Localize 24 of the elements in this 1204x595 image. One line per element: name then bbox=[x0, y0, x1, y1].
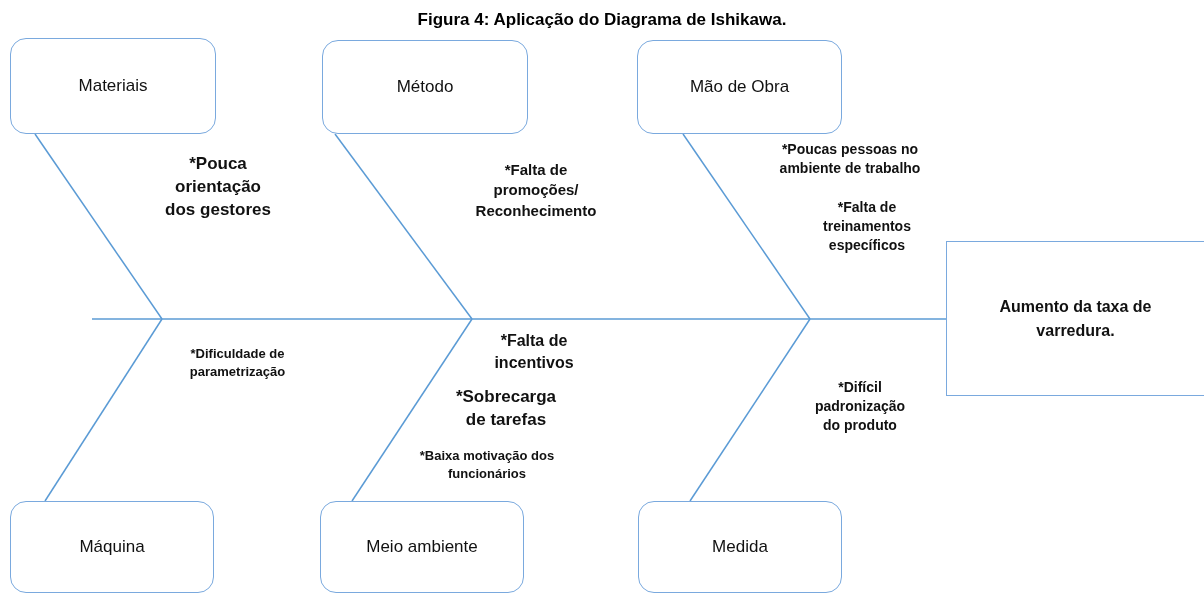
cause-note: *Falta de promoções/ Reconhecimento bbox=[474, 160, 598, 221]
cause-note: *Sobrecarga de tarefas bbox=[454, 386, 558, 431]
fishbone-line bbox=[689, 318, 811, 502]
category-box: Meio ambiente bbox=[320, 501, 524, 593]
cause-note: *Poucas pessoas no ambiente de trabalho bbox=[778, 140, 922, 178]
cause-note: *Dificuldade de parametrização bbox=[188, 345, 287, 381]
fishbone-line bbox=[334, 133, 473, 320]
figure-title: Figura 4: Aplicação do Diagrama de Ishikawa. bbox=[416, 10, 788, 30]
fishbone-line bbox=[682, 133, 811, 320]
cause-note: *Falta de treinamentos específicos bbox=[822, 198, 912, 255]
fishbone-line bbox=[44, 318, 163, 502]
fishbone-line bbox=[34, 133, 163, 320]
cause-note: *Falta de incentivos bbox=[493, 331, 575, 373]
category-box: Mão de Obra bbox=[637, 40, 842, 134]
category-box: Materiais bbox=[10, 38, 216, 134]
effect-box: Aumento da taxa de varredura. bbox=[946, 241, 1204, 396]
category-box: Máquina bbox=[10, 501, 214, 593]
cause-note: *Baixa motivação dos funcionários bbox=[418, 447, 556, 483]
cause-note: *Difícil padronização do produto bbox=[813, 378, 907, 435]
fishbone-line bbox=[351, 318, 473, 502]
fishbone-line bbox=[91, 318, 947, 320]
category-box: Método bbox=[322, 40, 528, 134]
category-box: Medida bbox=[638, 501, 842, 593]
cause-note: *Pouca orientação dos gestores bbox=[164, 153, 272, 221]
